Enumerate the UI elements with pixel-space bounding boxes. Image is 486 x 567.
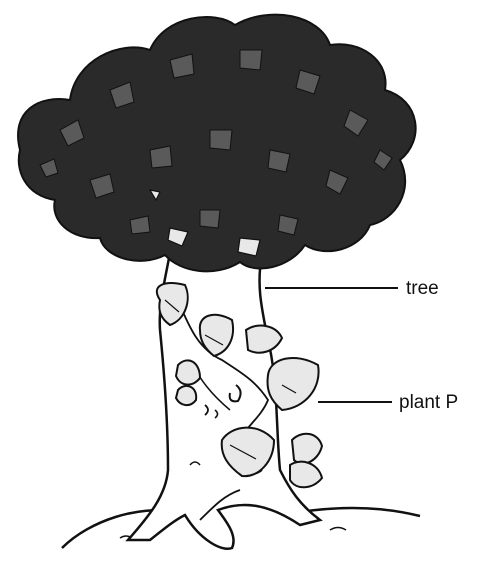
label-plant-p-text: plant P [399,392,458,413]
tree-canopy [18,15,416,272]
plant-leaf [176,386,196,405]
plant-leaf [246,326,282,353]
ground [62,508,420,548]
label-tree-text: tree [406,278,439,299]
label-plant-p: plant P [318,392,458,413]
plant-leaf [176,360,200,384]
plant-leaf [290,462,322,488]
plant-leaf [292,434,322,464]
plant-leaf [268,358,319,410]
label-tree: tree [265,278,439,299]
